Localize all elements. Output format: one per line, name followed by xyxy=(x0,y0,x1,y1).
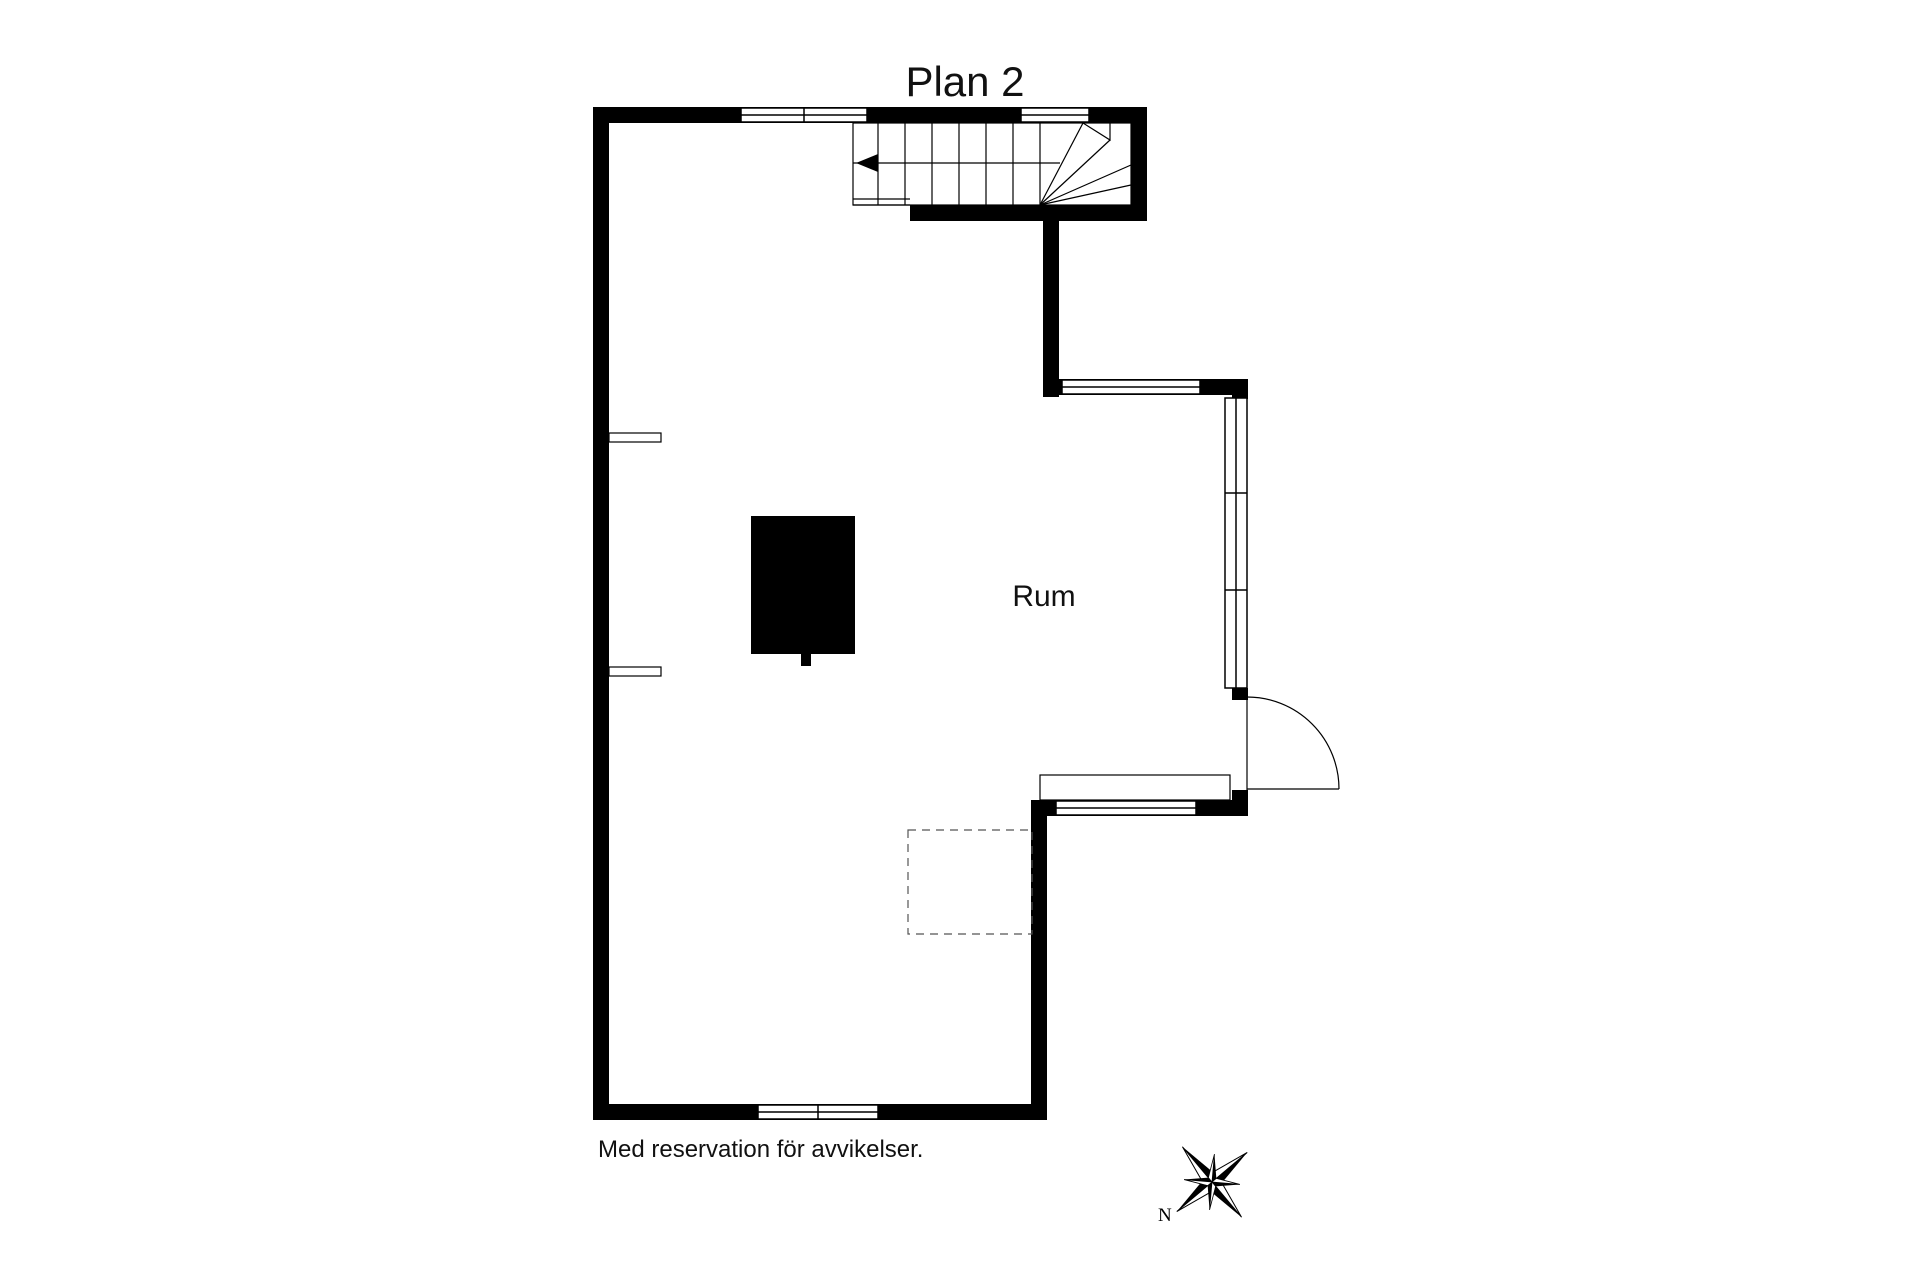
windows xyxy=(740,107,1248,1120)
bay-sill xyxy=(1039,774,1231,801)
window-top-left xyxy=(740,107,868,123)
wall-bay-right-top xyxy=(1232,379,1248,399)
wall-bay-right-bottom-a xyxy=(1232,688,1248,700)
compass-north-label: N xyxy=(1158,1205,1172,1226)
walls xyxy=(593,107,1248,1120)
wall-left xyxy=(593,107,609,1120)
wall-stair-bottom xyxy=(910,205,1147,221)
disclaimer-text: Med reservation för avvikelser. xyxy=(598,1136,923,1163)
chimney xyxy=(751,516,855,666)
room-label: Rum xyxy=(1012,580,1075,613)
window-bay-right xyxy=(1224,397,1248,689)
dashed-area xyxy=(907,829,1033,935)
floor-title: Plan 2 xyxy=(905,58,1024,105)
staircase xyxy=(852,122,1132,206)
wall-fixtures xyxy=(608,432,662,677)
compass-rose-icon xyxy=(1176,1146,1248,1218)
wall-fixture-lower xyxy=(608,666,662,677)
door xyxy=(1246,696,1340,790)
window-top-stair xyxy=(1020,107,1090,123)
stair-outline xyxy=(852,122,1132,206)
wall-bay-upper-vertical xyxy=(1043,205,1059,397)
window-bottom xyxy=(757,1104,879,1120)
window-bay-top xyxy=(1061,379,1201,395)
wall-fixture-upper xyxy=(608,432,662,443)
wall-lower-right xyxy=(1031,800,1047,1120)
window-bay-bottom xyxy=(1055,800,1197,816)
wall-bay-right-bottom-b xyxy=(1232,790,1248,816)
stair-direction-arrow xyxy=(856,154,878,172)
wall-stair-right xyxy=(1131,107,1147,221)
wall-top xyxy=(593,107,1147,123)
